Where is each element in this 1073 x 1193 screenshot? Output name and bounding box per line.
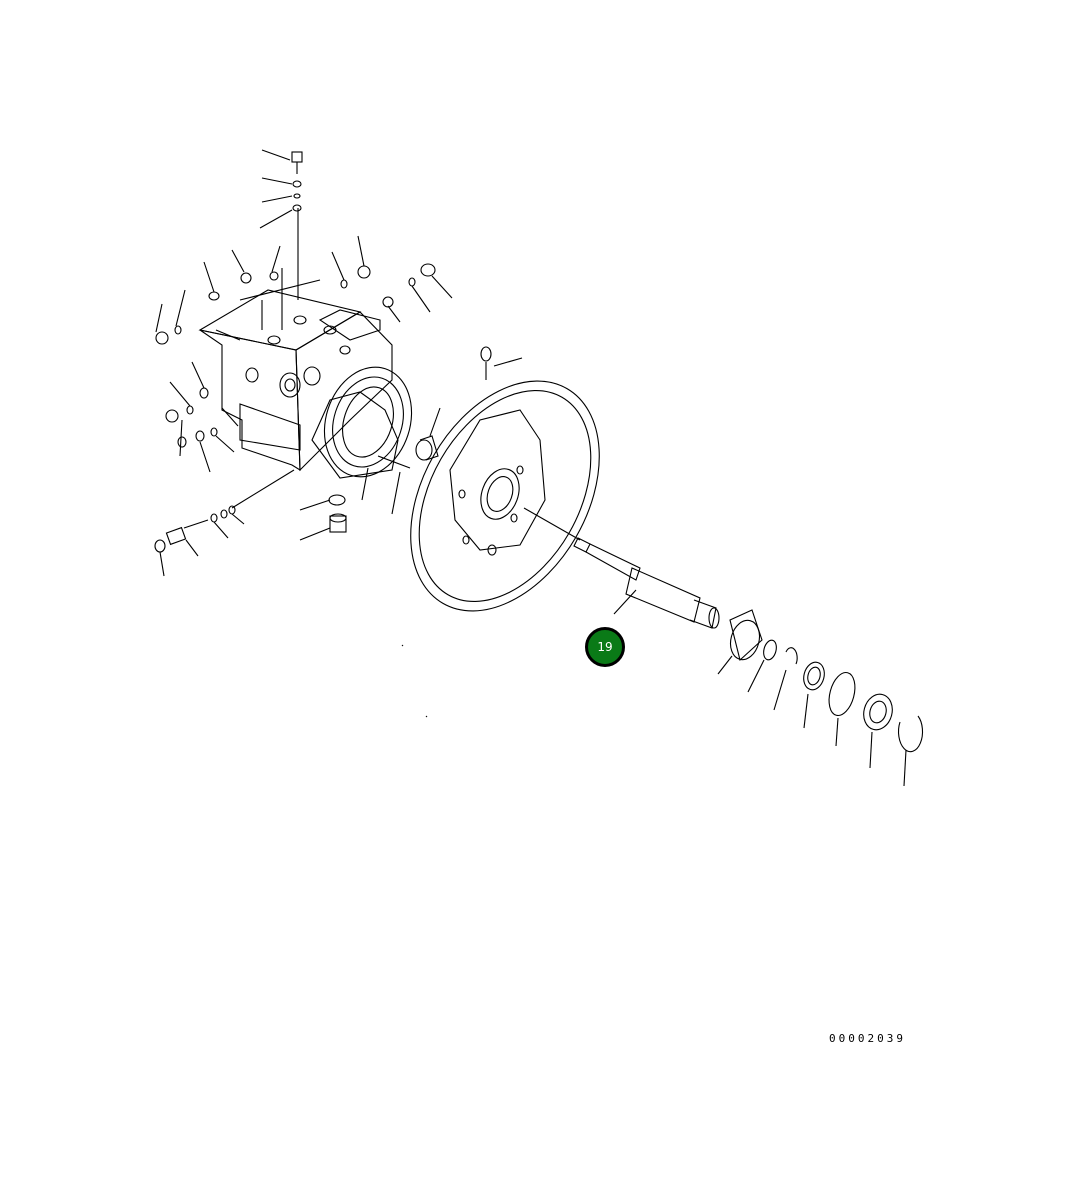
left-fittings (155, 245, 281, 473)
callout-badge[interactable]: 19 (585, 627, 625, 667)
drive-shaft (523, 507, 720, 629)
bottom-cap-fittings (299, 455, 411, 541)
bushing (415, 407, 441, 461)
callout-marker[interactable]: 19 (585, 627, 625, 667)
bottom-left-stud (154, 469, 295, 577)
pump-housing (198, 208, 413, 479)
top-bolt-stack (259, 149, 303, 229)
end-cover-plate (410, 346, 600, 612)
stray-marks (401, 644, 428, 718)
callout-label: 19 (597, 640, 613, 654)
drawing-number: 00002039 (829, 1032, 906, 1045)
shaft-components (717, 609, 924, 787)
upper-right-plugs (318, 235, 453, 341)
